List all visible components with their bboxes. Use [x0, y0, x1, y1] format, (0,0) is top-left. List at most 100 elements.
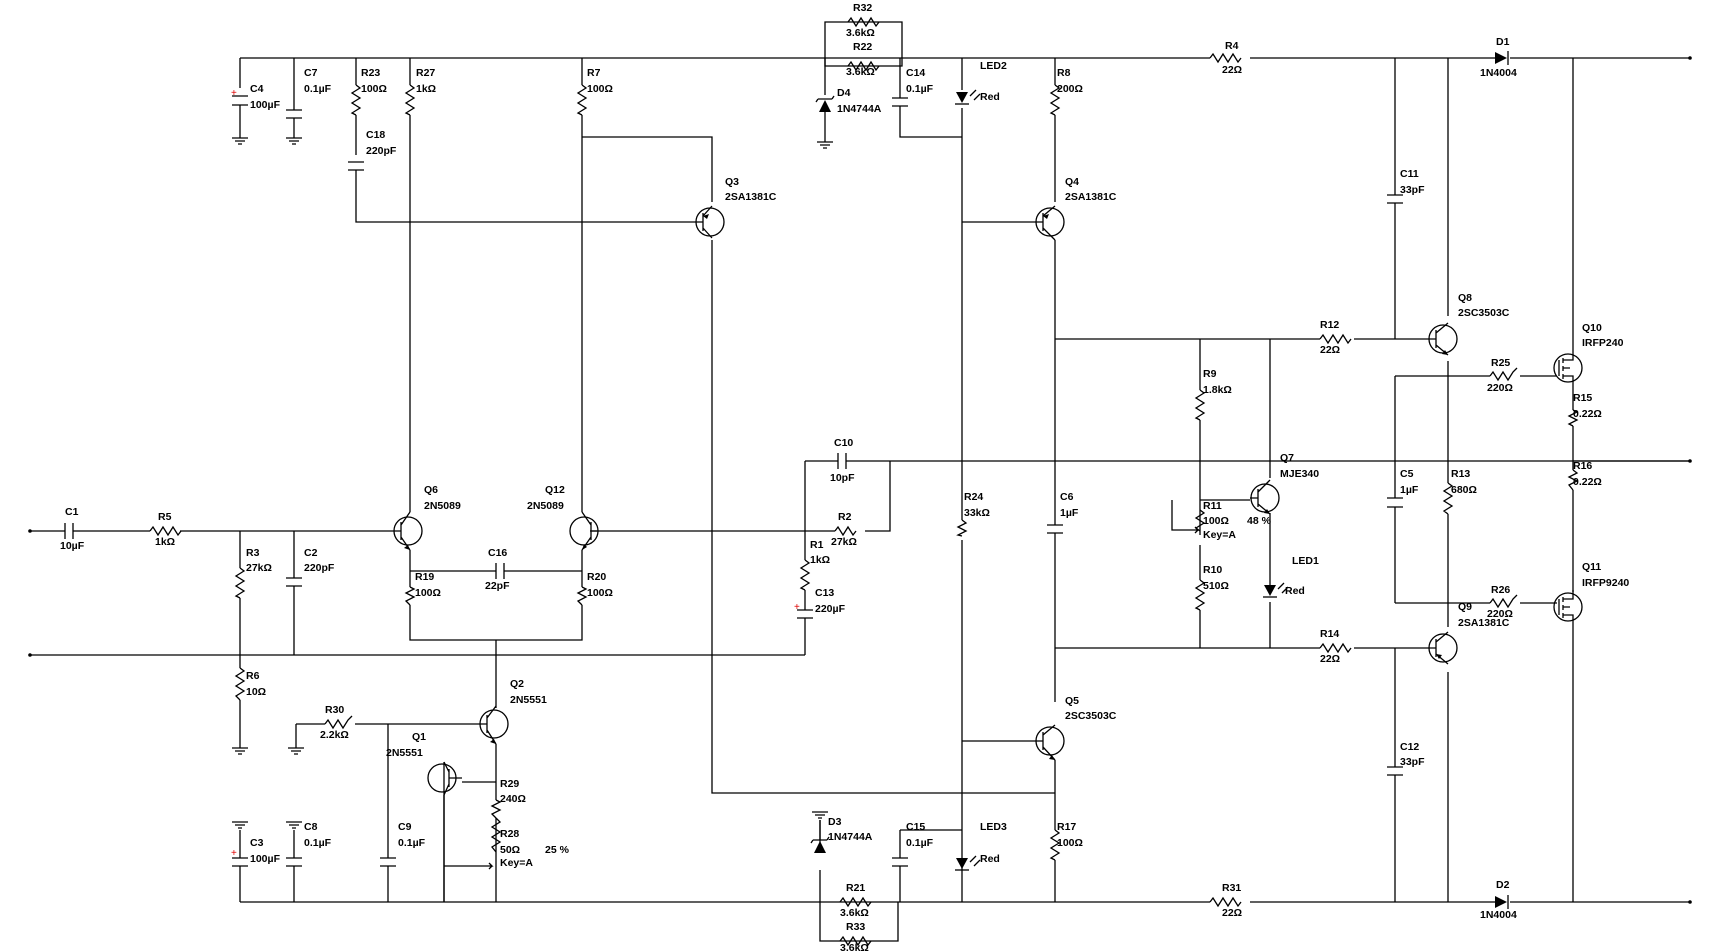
c2-value: 220pF [304, 562, 335, 574]
c12-value: 33pF [1400, 756, 1425, 768]
r33-value: 3.6kΩ [840, 942, 869, 951]
r3-ref: R3 [246, 547, 260, 559]
r12-value: 22Ω [1320, 344, 1340, 356]
r28-setting: 25 % [545, 844, 570, 856]
c7-ref: C7 [304, 67, 318, 79]
r25-value: 220Ω [1487, 382, 1513, 394]
q10-value: IRFP240 [1582, 337, 1624, 349]
r30-value: 2.2kΩ [320, 729, 349, 741]
q7-ref: Q7 [1280, 452, 1294, 464]
c5-value: 1µF [1400, 484, 1419, 496]
r6-value: 10Ω [246, 686, 266, 698]
r17-ref: R17 [1057, 821, 1076, 833]
d4-ref: D4 [837, 87, 851, 99]
r23-ref: R23 [361, 67, 380, 79]
r11-setting: 48 % [1247, 515, 1272, 527]
r28-value: 50Ω [500, 844, 520, 856]
r3-value: 27kΩ [246, 562, 272, 574]
r31-value: 22Ω [1222, 907, 1242, 919]
r12-ref: R12 [1320, 319, 1339, 331]
r33-ref: R33 [846, 921, 865, 933]
c1-value: 10µF [60, 540, 85, 552]
r4-ref: R4 [1225, 40, 1239, 52]
r15-value: 0.22Ω [1573, 408, 1602, 420]
transistors [393, 205, 1583, 902]
q11-value: IRFP9240 [1582, 577, 1629, 589]
q6-ref: Q6 [424, 484, 438, 496]
ground-symbols [232, 137, 833, 829]
r15-ref: R15 [1573, 392, 1592, 404]
q9-value: 2SA1381C [1458, 617, 1510, 629]
d3-value: 1N4744A [828, 831, 873, 843]
r7-value: 100Ω [587, 83, 613, 95]
r14-value: 22Ω [1320, 653, 1340, 665]
r28-ref: R28 [500, 828, 519, 840]
c18-ref: C18 [366, 129, 385, 141]
r32-value: 3.6kΩ [846, 27, 875, 39]
d2-value: 1N4004 [1480, 909, 1517, 921]
c3-value: 100µF [250, 853, 281, 865]
r14-ref: R14 [1320, 628, 1339, 640]
q5-ref: Q5 [1065, 695, 1079, 707]
r21-value: 3.6kΩ [840, 907, 869, 919]
r23-value: 100Ω [361, 83, 387, 95]
q4-value: 2SA1381C [1065, 191, 1117, 203]
d1-ref: D1 [1496, 36, 1510, 48]
q1-value: 2N5551 [386, 747, 423, 759]
d3-ref: D3 [828, 816, 842, 828]
led3-ref: LED3 [980, 821, 1007, 833]
d2-ref: D2 [1496, 879, 1510, 891]
led1-ref: LED1 [1292, 555, 1319, 567]
c10-value: 10pF [830, 472, 855, 484]
c11-value: 33pF [1400, 184, 1425, 196]
r17-value: 100Ω [1057, 837, 1083, 849]
labels: R32 3.6kΩ R22 3.6kΩ R4 22Ω D1 1N4004 C4 … [60, 2, 1629, 951]
c4-value: 100µF [250, 99, 281, 111]
c18-value: 220pF [366, 145, 397, 157]
c8-ref: C8 [304, 821, 318, 833]
c16-value: 22pF [485, 580, 510, 592]
diodes [810, 51, 1509, 909]
r8-ref: R8 [1057, 67, 1071, 79]
r11-key: Key=A [1203, 529, 1236, 541]
led2-value: Red [980, 91, 1000, 103]
r10-value: 510Ω [1203, 580, 1229, 592]
c11-ref: C11 [1400, 168, 1419, 180]
q3-ref: Q3 [725, 176, 739, 188]
r24-ref: R24 [964, 491, 983, 503]
r4-value: 22Ω [1222, 64, 1242, 76]
q2-ref: Q2 [510, 678, 524, 690]
c15-ref: C15 [906, 821, 925, 833]
svg-text:+: + [231, 848, 237, 859]
r16-ref: R16 [1573, 460, 1592, 472]
r22-value: 3.6kΩ [846, 66, 875, 78]
q6-value: 2N5089 [424, 500, 461, 512]
q5-value: 2SC3503C [1065, 710, 1117, 722]
q3-value: 2SA1381C [725, 191, 777, 203]
r1-ref: R1 [810, 539, 824, 551]
c4-ref: C4 [250, 83, 264, 95]
r10-ref: R10 [1203, 564, 1222, 576]
r21-ref: R21 [846, 882, 865, 894]
r11-ref: R11 [1203, 500, 1222, 512]
r20-ref: R20 [587, 571, 606, 583]
c2-ref: C2 [304, 547, 318, 559]
c6-ref: C6 [1060, 491, 1074, 503]
q8-value: 2SC3503C [1458, 307, 1510, 319]
capacitors: + + + [64, 88, 1403, 867]
led2-ref: LED2 [980, 60, 1007, 72]
r6-ref: R6 [246, 670, 260, 682]
r26-ref: R26 [1491, 584, 1510, 596]
q12-value: 2N5089 [527, 500, 564, 512]
r27-ref: R27 [416, 67, 435, 79]
r19-ref: R19 [415, 571, 434, 583]
r27-value: 1kΩ [416, 83, 436, 95]
r9-value: 1.8kΩ [1203, 384, 1232, 396]
q11-ref: Q11 [1582, 561, 1601, 573]
r11-value: 100Ω [1203, 515, 1229, 527]
q7-value: MJE340 [1280, 468, 1319, 480]
c13-ref: C13 [815, 587, 834, 599]
r30-ref: R30 [325, 704, 344, 716]
r25-ref: R25 [1491, 357, 1510, 369]
